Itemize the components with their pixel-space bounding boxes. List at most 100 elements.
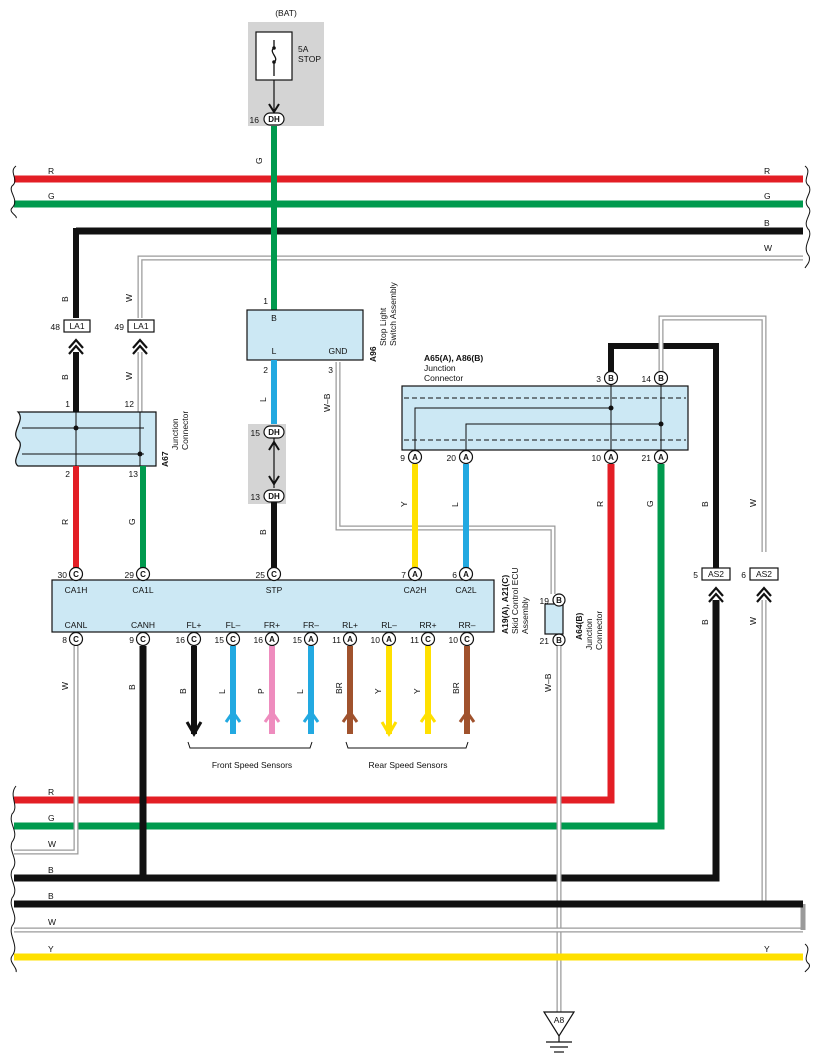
svg-text:L: L <box>258 397 268 402</box>
svg-text:A: A <box>463 453 469 462</box>
svg-text:G: G <box>48 191 55 201</box>
bus-wire-w-bottom-1 <box>14 646 79 855</box>
fuse-rating: 5A <box>298 44 309 54</box>
svg-text:R: R <box>595 501 605 507</box>
svg-text:10: 10 <box>371 635 381 645</box>
a96-stop-light-switch: 1 B L GND 2 3 A96 Stop Light Switch Asse… <box>246 281 398 375</box>
svg-text:Junction: Junction <box>584 618 594 650</box>
bus-wire-b-bottom-2 <box>14 600 720 882</box>
svg-text:20: 20 <box>447 453 457 463</box>
bus-wire-r-bottom <box>14 464 615 804</box>
svg-text:W: W <box>124 372 134 380</box>
bus-wire-w-top <box>137 255 803 318</box>
svg-text:W–B: W–B <box>543 673 553 692</box>
svg-text:48: 48 <box>51 322 61 332</box>
svg-text:11: 11 <box>332 635 341 645</box>
svg-text:W: W <box>60 682 70 690</box>
svg-text:CA2H: CA2H <box>404 585 427 595</box>
svg-text:Skid Control ECU: Skid Control ECU <box>510 567 520 634</box>
sensor-wire-1: L <box>217 646 242 734</box>
svg-text:B: B <box>258 529 268 535</box>
svg-text:RL–: RL– <box>381 620 397 630</box>
svg-text:G: G <box>254 157 264 164</box>
ecu-bottom-pin-8: RR+C11 <box>410 620 437 647</box>
svg-text:1: 1 <box>263 296 268 306</box>
svg-text:29: 29 <box>125 570 135 580</box>
svg-text:G: G <box>48 813 55 823</box>
svg-text:A: A <box>308 635 314 644</box>
svg-text:R: R <box>60 519 70 525</box>
svg-text:STP: STP <box>266 585 283 595</box>
svg-text:16: 16 <box>254 635 264 645</box>
svg-text:10: 10 <box>592 453 602 463</box>
ecu-bottom-pin-5: FR– A 15 <box>293 620 319 647</box>
svg-text:DH: DH <box>268 428 280 437</box>
svg-text:C: C <box>73 570 79 579</box>
ground-a8: A8 <box>542 1011 576 1053</box>
svg-text:W–B: W–B <box>322 393 332 412</box>
svg-text:FR+: FR+ <box>264 620 280 630</box>
ecu-bottom-pin-6: RL+A11 <box>332 620 358 647</box>
sensor-wire-7: BR <box>451 646 476 734</box>
svg-text:A: A <box>386 635 392 644</box>
svg-text:B: B <box>48 865 54 875</box>
svg-text:CA1L: CA1L <box>132 585 154 595</box>
svg-text:Y: Y <box>373 688 383 694</box>
svg-text:R: R <box>48 166 54 176</box>
svg-text:R: R <box>48 787 54 797</box>
svg-text:2: 2 <box>65 469 70 479</box>
svg-text:B: B <box>658 374 664 383</box>
svg-text:G: G <box>764 191 771 201</box>
svg-text:1: 1 <box>65 399 70 409</box>
front-speed-sensors-label: Front Speed Sensors <box>212 760 292 770</box>
a65-a86-junction-connector: B 3 B 14 A 9 A 20 A 10 A 21 A65(A), A86(… <box>400 315 767 552</box>
svg-text:C: C <box>230 635 236 644</box>
ecu-bottom-pin-7: RL– A 10 <box>371 620 397 647</box>
svg-text:B: B <box>60 296 70 302</box>
svg-text:C: C <box>140 635 146 644</box>
svg-text:15: 15 <box>215 635 225 645</box>
svg-text:21: 21 <box>642 453 652 463</box>
svg-text:Assembly: Assembly <box>520 596 530 634</box>
la1-connectors: LA1 48 B B LA1 49 W W <box>51 228 155 412</box>
svg-text:RL+: RL+ <box>342 620 358 630</box>
svg-text:LA1: LA1 <box>133 321 148 331</box>
a64-junction-connector: B 19 B 21 A64(B) Junction Connector <box>540 593 604 650</box>
top-bus: R R G G B W <box>10 165 811 318</box>
svg-text:FR–: FR– <box>303 620 319 630</box>
svg-text:P: P <box>256 688 266 694</box>
svg-text:Junction: Junction <box>424 363 456 373</box>
svg-text:W: W <box>748 499 758 507</box>
sensor-wire-3: L <box>295 646 320 734</box>
svg-text:B: B <box>700 501 710 507</box>
svg-text:C: C <box>73 635 79 644</box>
svg-text:B: B <box>556 596 562 605</box>
svg-text:19: 19 <box>540 596 550 606</box>
ecu-bottom-pin-9: RR–C10 <box>449 620 476 647</box>
svg-text:L: L <box>295 689 305 694</box>
svg-text:B: B <box>60 374 70 380</box>
ecu-bottom-pin-4: FR+A16 <box>254 620 280 647</box>
svg-text:L: L <box>450 502 460 507</box>
svg-text:W: W <box>748 617 758 625</box>
svg-text:BR: BR <box>451 682 461 694</box>
svg-text:W: W <box>124 294 134 302</box>
svg-text:15: 15 <box>293 635 303 645</box>
svg-text:A67: A67 <box>160 451 170 467</box>
svg-text:15: 15 <box>251 428 261 438</box>
svg-text:7: 7 <box>401 570 406 580</box>
svg-text:A: A <box>412 570 418 579</box>
svg-text:Stop Light: Stop Light <box>378 307 388 346</box>
svg-text:CANL: CANL <box>65 620 88 630</box>
svg-text:C: C <box>464 635 470 644</box>
svg-text:C: C <box>271 570 277 579</box>
svg-text:B: B <box>127 684 137 690</box>
svg-text:B: B <box>608 374 614 383</box>
svg-text:6: 6 <box>741 570 746 580</box>
svg-text:B: B <box>178 688 188 694</box>
